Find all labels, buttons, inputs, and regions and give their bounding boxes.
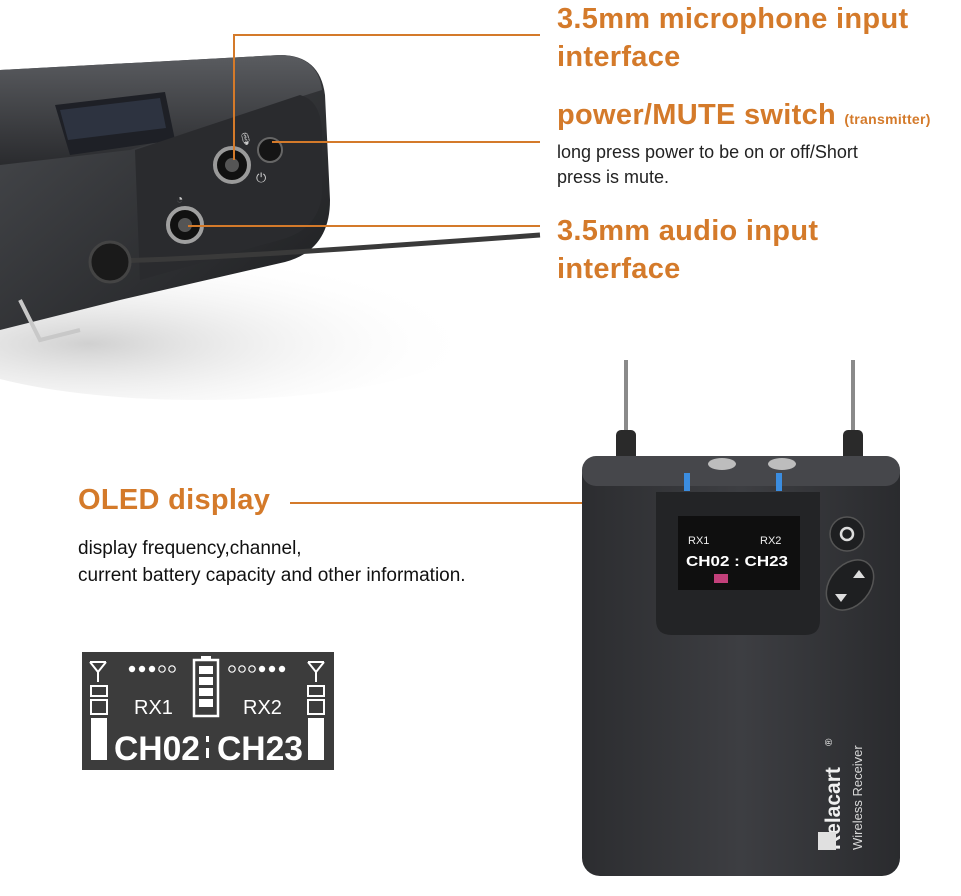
up-arrow-icon [853,570,865,578]
oled-desc-line2: current battery capacity and other infor… [78,565,466,586]
power-switch-note: (transmitter) [844,111,931,127]
mic-leader-line [233,34,540,160]
mic-input-line2: interface [557,41,681,73]
oled-rx2: RX2 [243,697,282,719]
receiver-label: Wireless Receiver [850,745,865,850]
oled-panel: RX1 RX2 CH02 CH23 [82,652,334,770]
level-meter-right [307,685,325,760]
microphone-icon: 🎙 [238,132,254,146]
oled-desc: display frequency,channel, current batte… [78,535,466,589]
down-arrow-icon [835,594,847,602]
power-switch-desc-line2: press is mute. [557,167,670,187]
power-switch-callout: power/MUTE switch (transmitter) long pre… [557,96,931,190]
transmitter-photo [0,55,541,400]
power-switch-title-row: power/MUTE switch (transmitter) [557,96,931,138]
receiver-screen-ch: CH02 : CH23 [686,553,788,570]
audio-input-line2: interface [557,253,681,285]
power-switch-desc-line1: long press power to be on or off/Short [557,142,858,162]
oled-title: OLED display [78,484,271,516]
audio-input-line1: 3.5mm audio input [557,215,819,247]
level-meter-left [90,685,108,760]
oled-ch1: CH02 [114,730,200,768]
power-icon: ⏻ [256,170,267,185]
mic-input-callout: 3.5mm microphone input interface [557,0,908,76]
receiver-screen-rx2: RX2 [760,535,781,547]
receiver-screen-rx1: RX1 [688,535,709,547]
oled-callout: OLED display display frequency,channel, … [78,481,466,589]
oled-desc-line1: display frequency,channel, [78,538,302,559]
oled-ch2: CH23 [217,730,303,768]
signal-dots-right [228,665,286,673]
gear-icon [839,526,855,542]
battery-icon [192,656,220,718]
mic-input-line1: 3.5mm microphone input [557,3,909,35]
brand-logo [818,832,836,850]
receiver-brand: Relacart [822,767,845,850]
power-switch-title: power/MUTE switch [557,99,837,131]
antenna-icon [89,661,107,682]
signal-dots-left [128,665,176,673]
receiver-registered: ® [824,738,835,746]
headphone-icon: ◔ [176,192,184,206]
receiver-photo: RX1 RX2 CH02 : CH23 Relacart ® Wireless … [582,360,900,876]
audio-input-callout: 3.5mm audio input interface [557,212,818,288]
antenna-icon [307,661,325,682]
oled-rx1: RX1 [134,697,173,719]
power-switch-desc: long press power to be on or off/Short p… [557,140,931,190]
